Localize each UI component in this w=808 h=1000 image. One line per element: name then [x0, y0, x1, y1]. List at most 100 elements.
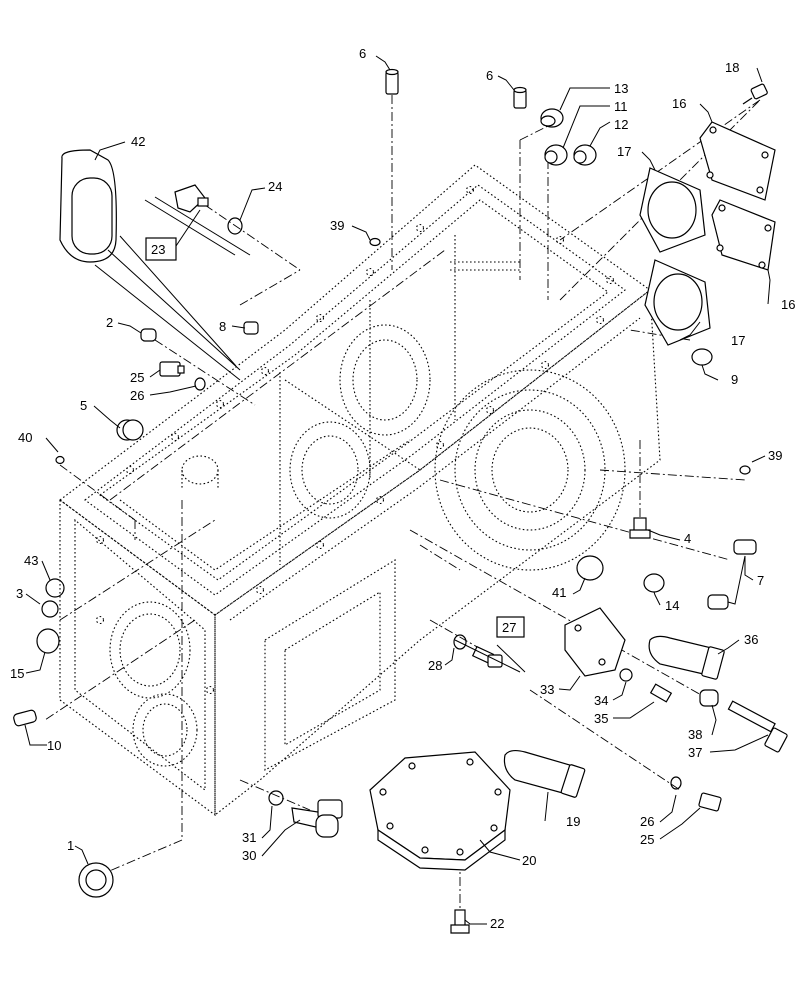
callout-labels: 6 6 13 11 12 18 16 17 16 17 9 42 24 23 3… — [10, 46, 795, 931]
part-cover-33 — [564, 607, 626, 677]
callout-8: 8 — [219, 319, 226, 334]
part-bolt-35 — [649, 683, 673, 703]
part-washer-34 — [619, 668, 633, 682]
callout-18: 18 — [725, 60, 739, 75]
part-plug-13 — [540, 108, 564, 128]
ref-box-27 — [496, 616, 525, 638]
part-plug-15 — [36, 628, 60, 654]
callout-43: 43 — [24, 553, 38, 568]
callout-1: 1 — [67, 838, 74, 853]
callout-35: 35 — [594, 711, 608, 726]
callout-25-top: 25 — [130, 370, 144, 385]
part-plug-23 — [174, 184, 209, 213]
part-pin-7 — [707, 539, 757, 610]
part-adapter-42 — [59, 149, 117, 263]
part-fitting-25-bottom — [698, 792, 722, 812]
leader-lines — [24, 55, 771, 925]
part-bushing-12 — [573, 144, 597, 166]
callout-27: 27 — [502, 620, 516, 635]
callout-23: 23 — [151, 242, 165, 257]
part-bolt-18 — [742, 83, 768, 105]
callout-39-right: 39 — [768, 448, 782, 463]
part-elbow-30 — [291, 799, 343, 838]
callout-22: 22 — [490, 916, 504, 931]
part-seal-1 — [78, 862, 114, 898]
callout-12: 12 — [614, 117, 628, 132]
part-oring-28 — [453, 634, 467, 650]
part-oring-26-top — [194, 377, 206, 391]
part-plug-9 — [691, 348, 713, 366]
part-bolt-22 — [450, 909, 470, 934]
callout-38: 38 — [688, 727, 702, 742]
callout-24: 24 — [268, 179, 282, 194]
callout-28: 28 — [428, 658, 442, 673]
part-plug-5 — [116, 419, 144, 441]
callout-26-top: 26 — [130, 388, 144, 403]
callout-37: 37 — [688, 745, 702, 760]
callout-6-right: 6 — [486, 68, 493, 83]
callout-30: 30 — [242, 848, 256, 863]
callout-34: 34 — [594, 693, 608, 708]
callout-40: 40 — [18, 430, 32, 445]
part-gasket-17-top — [639, 167, 706, 253]
callout-16-top: 16 — [672, 96, 686, 111]
callout-41: 41 — [552, 585, 566, 600]
callout-19: 19 — [566, 814, 580, 829]
ref-box-23 — [145, 237, 177, 261]
callout-13: 13 — [614, 81, 628, 96]
callout-17-bottom: 17 — [731, 333, 745, 348]
part-pin-10 — [13, 709, 37, 727]
part-cover-16-top — [699, 121, 776, 201]
callout-15: 15 — [10, 666, 24, 681]
part-cover-20 — [369, 751, 511, 871]
part-oring-39-right — [739, 465, 751, 475]
part-dowel-6-left — [385, 68, 399, 95]
callout-26-bottom: 26 — [640, 814, 654, 829]
callout-6-left: 6 — [359, 46, 366, 61]
callout-36: 36 — [744, 632, 758, 647]
part-dowel-6-right — [513, 86, 527, 109]
callout-4: 4 — [684, 531, 691, 546]
part-oring-24 — [227, 217, 243, 235]
part-plug-3 — [41, 600, 59, 618]
part-oring-40 — [55, 455, 65, 465]
callout-14: 14 — [665, 598, 679, 613]
part-bolt-37 — [727, 700, 788, 753]
part-sealant-36 — [648, 635, 725, 680]
flange-bolt-holes — [95, 185, 615, 695]
callout-42: 42 — [131, 134, 145, 149]
callout-7: 7 — [757, 573, 764, 588]
part-bushing-14 — [643, 573, 665, 593]
callout-9: 9 — [731, 372, 738, 387]
callout-5: 5 — [80, 398, 87, 413]
part-bushing-38 — [699, 689, 719, 707]
part-bolt-4 — [629, 517, 651, 539]
callout-25-bottom: 25 — [640, 832, 654, 847]
part-dowel-8 — [243, 321, 259, 335]
part-sealant-19 — [503, 749, 586, 798]
callout-20: 20 — [522, 853, 536, 868]
part-plug-2 — [140, 328, 157, 342]
callout-2: 2 — [106, 315, 113, 330]
part-bolt-27 — [471, 645, 503, 668]
part-oring-39-top — [369, 237, 381, 247]
part-oring-26-bottom — [670, 776, 682, 790]
callout-17-top: 17 — [617, 144, 631, 159]
callout-39-top: 39 — [330, 218, 344, 233]
part-cover-16-bottom — [711, 199, 776, 271]
callout-31: 31 — [242, 830, 256, 845]
callout-33: 33 — [540, 682, 554, 697]
callout-3: 3 — [16, 586, 23, 601]
part-bushing-11 — [544, 144, 568, 166]
part-bushing-41 — [576, 555, 604, 581]
callout-10: 10 — [47, 738, 61, 753]
part-oring-43 — [45, 578, 65, 598]
part-fitting-25-top — [159, 361, 185, 377]
transmission-housing — [59, 164, 661, 817]
part-oring-31 — [268, 790, 284, 806]
callout-16-bottom: 16 — [781, 297, 795, 312]
part-gasket-17-bottom — [644, 259, 711, 346]
callout-11: 11 — [614, 99, 628, 114]
